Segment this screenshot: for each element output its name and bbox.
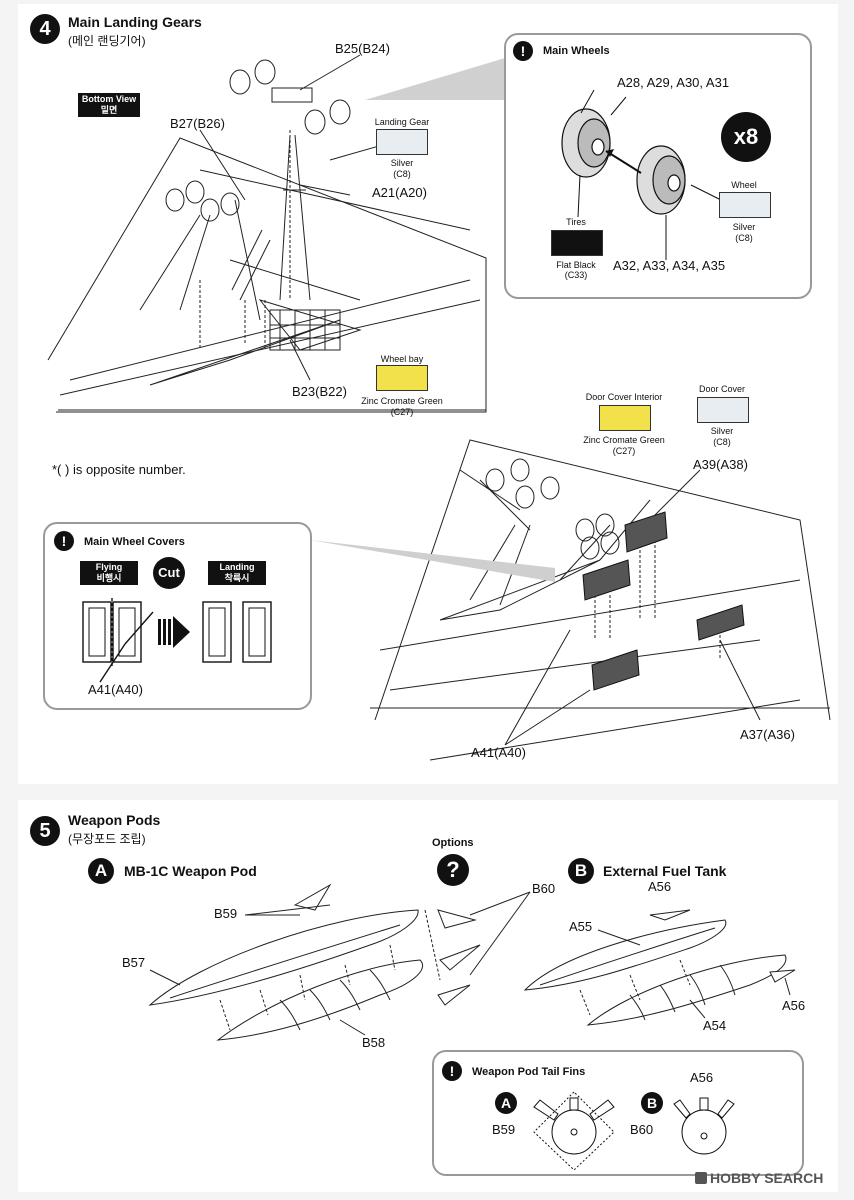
wheel-color-code: (C8) bbox=[735, 233, 753, 243]
wheel-bay-swatch bbox=[376, 365, 428, 391]
step-5-number: 5 bbox=[30, 816, 60, 846]
hobby-search-watermark: HOBBY SEARCH bbox=[695, 1170, 823, 1186]
tail-fins-a-badge: A bbox=[495, 1092, 517, 1114]
pod-a-title: MB-1C Weapon Pod bbox=[124, 863, 257, 879]
options-label: Options bbox=[432, 837, 474, 849]
tail-fins-b-badge: B bbox=[641, 1092, 663, 1114]
landing-gear-color-name: Silver bbox=[390, 158, 414, 168]
part-b58: B58 bbox=[362, 1035, 386, 1050]
tail-fins-b-part: B60 bbox=[630, 1122, 654, 1137]
tires-color-code: (C33) bbox=[564, 270, 588, 280]
tail-fins-b-top: A56 bbox=[690, 1070, 714, 1085]
wheel-covers-title: Main Wheel Covers bbox=[84, 536, 185, 548]
part-b57: B57 bbox=[122, 955, 146, 970]
part-b23: B23(B22) bbox=[292, 384, 347, 399]
wheel-bay-color-code: (C27) bbox=[390, 407, 414, 417]
landing-label: Landing bbox=[219, 562, 255, 572]
part-b60: B60 bbox=[532, 881, 556, 896]
step-4-title: Main Landing Gears bbox=[68, 14, 202, 30]
tail-fins-title: Weapon Pod Tail Fins bbox=[472, 1066, 586, 1078]
flying-label: Flying bbox=[95, 562, 123, 572]
landing-gear-color-label: Landing Gear bbox=[374, 117, 430, 127]
main-wheels-parts-top: A28, A29, A30, A31 bbox=[617, 75, 730, 90]
x8-badge: x8 bbox=[721, 112, 771, 162]
wheel-bay-color-label: Wheel bay bbox=[380, 354, 424, 364]
step-4-number: 4 bbox=[30, 14, 60, 44]
main-wheel-covers-callout bbox=[43, 522, 312, 710]
door-cover-interior-color-name: Zinc Cromate Green bbox=[583, 435, 665, 445]
main-wheels-parts-bottom: A32, A33, A34, A35 bbox=[613, 258, 726, 273]
wheel-bay-color-name: Zinc Cromate Green bbox=[361, 396, 443, 406]
wheel-swatch bbox=[719, 192, 771, 218]
wheel-covers-illustration bbox=[82, 598, 272, 683]
part-a41: A41(A40) bbox=[471, 745, 526, 760]
part-a39: A39(A38) bbox=[693, 457, 748, 472]
door-cover-interior-label: Door Cover Interior bbox=[585, 392, 663, 402]
door-cover-interior-swatch bbox=[599, 405, 651, 431]
bottom-view-label: Bottom View bbox=[81, 94, 137, 104]
wheel-covers-note-icon: ! bbox=[54, 531, 74, 551]
part-b27: B27(B26) bbox=[170, 116, 225, 131]
wheel-covers-part: A41(A40) bbox=[88, 682, 143, 697]
landing-label-kr: 착륙시 bbox=[224, 573, 250, 583]
main-wheels-title: Main Wheels bbox=[543, 45, 610, 57]
tail-fins-callout bbox=[432, 1050, 804, 1176]
part-a56-right: A56 bbox=[782, 998, 806, 1013]
door-cover-color-code: (C8) bbox=[713, 437, 731, 447]
flying-badge: Flying 비행시 bbox=[80, 561, 138, 585]
door-cover-color-name: Silver bbox=[710, 426, 734, 436]
cut-badge: Cut bbox=[153, 557, 185, 589]
tail-fins-note-icon: ! bbox=[442, 1061, 462, 1081]
part-a54: A54 bbox=[703, 1018, 727, 1033]
part-a21: A21(A20) bbox=[372, 185, 427, 200]
part-b25: B25(B24) bbox=[335, 41, 390, 56]
hobby-search-logo-icon bbox=[695, 1172, 707, 1184]
landing-gear-color-code: (C8) bbox=[393, 169, 411, 179]
step-5-title: Weapon Pods bbox=[68, 812, 161, 828]
flying-label-kr: 비행시 bbox=[96, 573, 122, 583]
tires-swatch bbox=[551, 230, 603, 256]
tires-label: Tires bbox=[566, 217, 586, 227]
step-5-subtitle: (무장포드 조립) bbox=[68, 832, 146, 846]
door-cover-swatch bbox=[697, 397, 749, 423]
bottom-view-label-kr: 밑면 bbox=[100, 105, 118, 115]
tail-fins-illustration bbox=[533, 1091, 735, 1171]
pod-a-badge: A bbox=[88, 858, 114, 884]
part-a56-top: A56 bbox=[648, 879, 672, 894]
hobby-search-text: HOBBY SEARCH bbox=[710, 1170, 824, 1186]
pod-b-title: External Fuel Tank bbox=[603, 863, 727, 879]
wheel-color-name: Silver bbox=[732, 222, 756, 232]
landing-badge: Landing 착륙시 bbox=[208, 561, 266, 585]
main-wheels-note-icon: ! bbox=[513, 41, 533, 61]
landing-gear-swatch bbox=[376, 129, 428, 155]
part-a55: A55 bbox=[569, 919, 593, 934]
door-cover-label: Door Cover bbox=[698, 384, 745, 394]
tires-color-name: Flat Black bbox=[556, 260, 596, 270]
part-b59: B59 bbox=[214, 906, 238, 921]
wheel-color-label: Wheel bbox=[731, 180, 757, 190]
pod-b-badge: B bbox=[568, 858, 594, 884]
part-a37: A37(A36) bbox=[740, 727, 795, 742]
main-wheels-illustration bbox=[561, 89, 722, 260]
door-cover-interior-color-code: (C27) bbox=[612, 446, 636, 456]
tail-fins-a-part: B59 bbox=[492, 1122, 516, 1137]
options-question-icon: ? bbox=[437, 854, 469, 886]
opposite-note: *( ) is opposite number. bbox=[52, 462, 186, 477]
step-4-subtitle: (메인 랜딩기어) bbox=[68, 34, 146, 48]
bottom-view-badge: Bottom View 밑면 bbox=[78, 93, 140, 117]
